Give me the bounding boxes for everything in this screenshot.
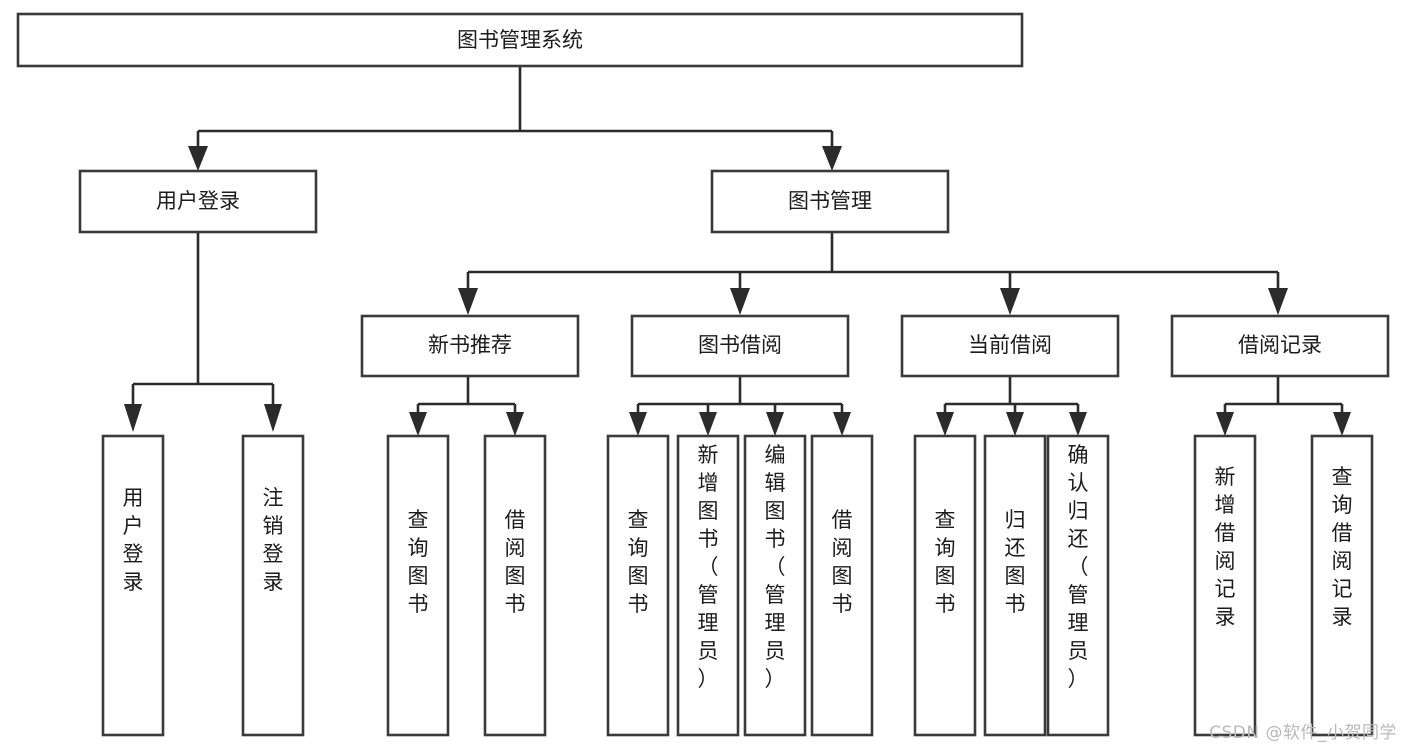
node-leaf-confirm-return[interactable]: 确认归还（管理员） xyxy=(1046,434,1110,737)
node-root-box[interactable] xyxy=(16,12,1024,68)
node-leaf-query-book-1-label: 查询图书 xyxy=(408,508,429,616)
node-leaf-return-book-box[interactable] xyxy=(983,434,1047,737)
node-book-manage-label: 图书管理 xyxy=(788,189,872,213)
arrow-head-leaf-borrow-book-2 xyxy=(833,412,851,436)
arrow-head-leaf-edit-book xyxy=(766,412,784,436)
node-user-login-box[interactable] xyxy=(78,169,318,234)
arrow-head-current-borrow xyxy=(1000,288,1020,315)
node-leaf-user-login[interactable]: 用户登录 xyxy=(101,434,165,737)
arrow-head-leaf-query-book-1 xyxy=(409,412,427,436)
node-leaf-user-logout-box[interactable] xyxy=(241,434,305,737)
node-leaf-edit-book[interactable]: 编辑图书（管理员） xyxy=(743,434,807,737)
node-leaf-query-book-1-box[interactable] xyxy=(386,434,450,737)
node-leaf-return-book-label: 归还图书 xyxy=(1005,508,1026,616)
node-leaf-user-logout[interactable]: 注销登录 xyxy=(241,434,305,737)
node-leaf-add-book-label: 新增图书（管理员） xyxy=(698,443,719,691)
connector-group-book-borrow xyxy=(629,376,851,436)
connector-group-root xyxy=(188,66,842,171)
connector-group-current-borrow xyxy=(936,376,1087,436)
node-root-label: 图书管理系统 xyxy=(457,28,583,52)
node-leaf-confirm-return-box[interactable] xyxy=(1046,434,1110,737)
arrow-head-leaf-confirm-return xyxy=(1069,412,1087,436)
node-leaf-borrow-book-1[interactable]: 借阅图书 xyxy=(483,434,547,737)
node-book-borrow-box[interactable] xyxy=(630,314,850,378)
node-current-borrow-label: 当前借阅 xyxy=(968,333,1052,357)
arrow-head-leaf-query-book-2 xyxy=(629,412,647,436)
node-book-manage-box[interactable] xyxy=(710,169,950,234)
node-leaf-add-book[interactable]: 新增图书（管理员） xyxy=(676,434,740,737)
node-leaf-query-book-3-box[interactable] xyxy=(913,434,977,737)
arrow-head-borrow-record xyxy=(1268,288,1288,315)
node-user-login[interactable]: 用户登录 xyxy=(78,169,318,234)
node-leaf-query-book-2-label: 查询图书 xyxy=(628,508,649,616)
node-new-book-rec-label: 新书推荐 xyxy=(428,333,512,357)
node-leaf-user-login-box[interactable] xyxy=(101,434,165,737)
node-leaf-borrow-book-2-box[interactable] xyxy=(810,434,874,737)
node-leaf-add-record-box[interactable] xyxy=(1193,434,1257,737)
node-root[interactable]: 图书管理系统 xyxy=(16,12,1024,68)
node-leaf-add-record[interactable]: 新增借阅记录 xyxy=(1193,434,1257,737)
node-leaf-query-book-2-box[interactable] xyxy=(606,434,670,737)
node-new-book-rec-box[interactable] xyxy=(360,314,580,378)
arrow-head-leaf-borrow-book-1 xyxy=(506,412,524,436)
node-leaf-edit-book-box[interactable] xyxy=(743,434,807,737)
node-leaf-query-record[interactable]: 查询借阅记录 xyxy=(1310,434,1374,737)
arrow-head-leaf-add-book xyxy=(699,412,717,436)
node-borrow-record-box[interactable] xyxy=(1170,314,1390,378)
node-leaf-query-book-3-label: 查询图书 xyxy=(935,508,956,616)
node-leaf-query-book-3[interactable]: 查询图书 xyxy=(913,434,977,737)
arrow-head-leaf-query-record xyxy=(1333,412,1351,436)
arrow-head-leaf-return-book xyxy=(1006,412,1024,436)
node-borrow-record[interactable]: 借阅记录 xyxy=(1170,314,1390,378)
connector-group-user-login xyxy=(124,232,282,432)
arrow-head-leaf-add-record xyxy=(1216,412,1234,436)
node-leaf-add-book-box[interactable] xyxy=(676,434,740,737)
node-book-manage[interactable]: 图书管理 xyxy=(710,169,950,234)
node-leaf-user-logout-label: 注销登录 xyxy=(263,486,284,594)
node-leaf-borrow-book-1-label: 借阅图书 xyxy=(505,508,526,616)
node-leaf-query-record-box[interactable] xyxy=(1310,434,1374,737)
node-leaf-query-book-2[interactable]: 查询图书 xyxy=(606,434,670,737)
node-user-login-label: 用户登录 xyxy=(156,189,240,213)
arrow-head-leaf-query-book-3 xyxy=(936,412,954,436)
node-book-borrow[interactable]: 图书借阅 xyxy=(630,314,850,378)
node-current-borrow-box[interactable] xyxy=(900,314,1120,378)
connector-group-book-manage xyxy=(458,232,1288,315)
node-leaf-query-book-1[interactable]: 查询图书 xyxy=(386,434,450,737)
arrow-head-leaf-user-logout xyxy=(264,404,282,432)
node-book-borrow-label: 图书借阅 xyxy=(698,333,782,357)
node-leaf-borrow-book-2-label: 借阅图书 xyxy=(832,508,853,616)
connector-group-new-book-rec xyxy=(409,376,524,436)
node-borrow-record-label: 借阅记录 xyxy=(1238,333,1322,357)
node-leaf-add-record-label: 新增借阅记录 xyxy=(1215,465,1236,629)
node-leaf-borrow-book-2[interactable]: 借阅图书 xyxy=(810,434,874,737)
node-leaf-edit-book-label: 编辑图书（管理员） xyxy=(765,443,786,691)
node-current-borrow[interactable]: 当前借阅 xyxy=(900,314,1120,378)
node-leaf-query-record-label: 查询借阅记录 xyxy=(1332,465,1353,629)
connector-group-borrow-record xyxy=(1216,376,1351,436)
node-leaf-user-login-label: 用户登录 xyxy=(123,486,144,594)
arrow-head-book-borrow xyxy=(730,288,750,315)
node-leaf-return-book[interactable]: 归还图书 xyxy=(983,434,1047,737)
node-leaf-borrow-book-1-box[interactable] xyxy=(483,434,547,737)
node-leaf-confirm-return-label: 确认归还（管理员） xyxy=(1068,443,1089,691)
arrow-head-new-book-rec xyxy=(458,288,478,315)
arrow-head-user-login xyxy=(188,146,208,171)
node-new-book-rec[interactable]: 新书推荐 xyxy=(360,314,580,378)
arrow-head-book-manage xyxy=(822,146,842,171)
arrow-head-leaf-user-login xyxy=(124,404,142,432)
